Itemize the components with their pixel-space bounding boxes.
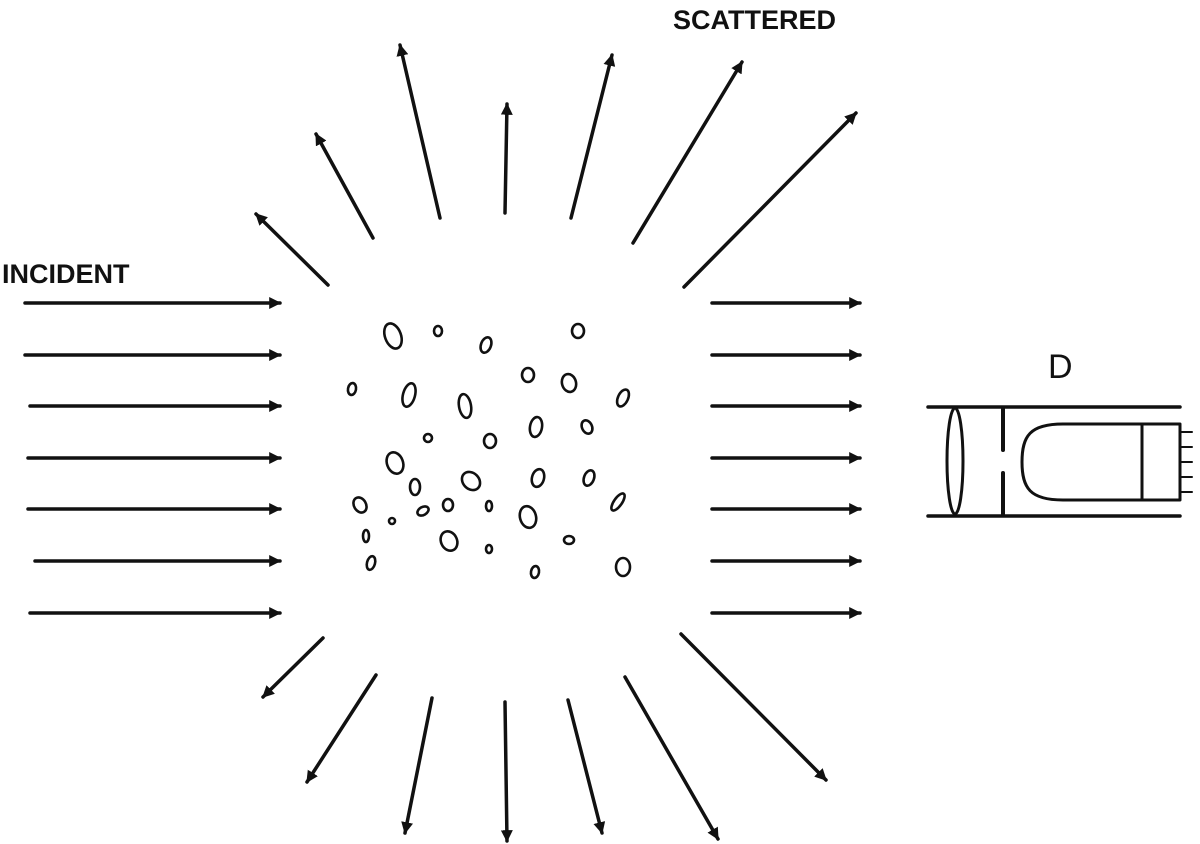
scattered-arrow xyxy=(569,53,616,220)
particle xyxy=(518,504,538,530)
particle xyxy=(457,392,473,420)
scattered-arrow xyxy=(305,673,378,784)
particle xyxy=(387,516,397,526)
particle xyxy=(484,543,494,555)
scattered-arrow xyxy=(682,111,858,289)
particle xyxy=(582,468,596,488)
particle xyxy=(408,477,422,497)
particle xyxy=(460,470,482,492)
scattered-arrow xyxy=(566,698,606,835)
incident-label: INCIDENT xyxy=(2,259,130,289)
detector-label: D xyxy=(1048,348,1073,386)
particle xyxy=(382,322,404,350)
particle xyxy=(482,432,498,450)
particle xyxy=(479,335,493,355)
particle xyxy=(560,372,578,394)
scattered-arrow xyxy=(261,636,325,699)
particle xyxy=(346,381,358,397)
scattered-arrow xyxy=(396,43,442,220)
particle xyxy=(422,432,434,444)
detector xyxy=(926,405,1193,518)
particle xyxy=(615,388,631,408)
scattered-arrow xyxy=(679,632,828,782)
particle xyxy=(530,467,546,489)
particle xyxy=(416,505,430,517)
particle xyxy=(614,556,632,578)
particle xyxy=(352,496,368,514)
particle xyxy=(441,497,455,513)
particle xyxy=(365,554,377,572)
scattered-arrow xyxy=(500,700,513,843)
scattered-arrow xyxy=(314,132,375,240)
transmitted-arrows xyxy=(710,297,862,619)
scattered-arrows xyxy=(254,43,858,843)
particle xyxy=(528,415,544,439)
particle xyxy=(361,528,371,544)
particle-cloud xyxy=(346,322,632,580)
scattered-arrow xyxy=(500,102,513,215)
particle xyxy=(529,564,541,580)
scattered-arrow xyxy=(631,60,744,245)
detector-pins xyxy=(1179,431,1193,493)
scattered-arrow xyxy=(623,675,720,841)
particle xyxy=(562,534,576,546)
particle xyxy=(439,530,459,552)
particle xyxy=(385,451,405,475)
photomultiplier-tube xyxy=(1020,422,1182,502)
particle xyxy=(610,492,626,512)
scattered-arrow xyxy=(401,696,434,835)
incident-arrows xyxy=(23,297,282,619)
scattered-arrow xyxy=(254,212,330,287)
detector-lens xyxy=(945,406,965,516)
particle xyxy=(520,366,536,384)
particle xyxy=(484,499,494,513)
particle xyxy=(401,382,417,408)
particle xyxy=(570,322,586,340)
scattered-label: SCATTERED xyxy=(673,5,836,35)
particle xyxy=(432,324,444,338)
particle xyxy=(580,419,594,435)
